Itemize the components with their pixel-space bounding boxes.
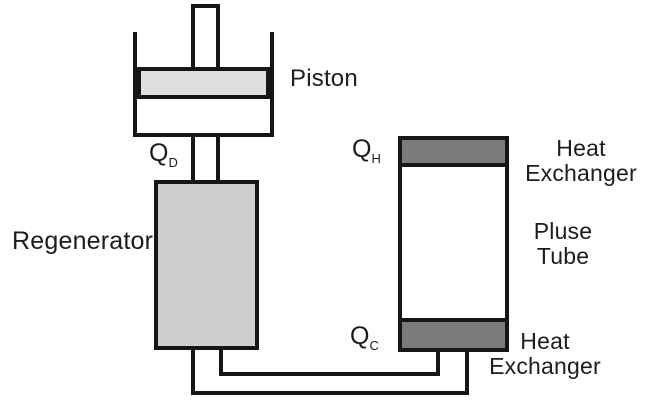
piston-label: Piston bbox=[290, 65, 358, 92]
piston-rod-shape bbox=[191, 4, 220, 72]
hot-heat-exchanger-label-line2: Exchanger bbox=[525, 160, 637, 186]
hot-heat-exchanger-box bbox=[402, 140, 505, 167]
cold-heat-exchanger-label: Heat Exchanger bbox=[487, 329, 603, 379]
q-piston-label: QD bbox=[149, 139, 178, 170]
q-cold-base: Q bbox=[350, 322, 370, 350]
cold-heat-exchanger-box bbox=[402, 318, 505, 348]
connecting-pipe-inner-wall bbox=[219, 347, 440, 376]
q-cold-sub: C bbox=[369, 338, 379, 353]
q-piston-sub: D bbox=[168, 155, 178, 170]
piston-cylinder-shape bbox=[133, 32, 274, 137]
cold-heat-exchanger-label-line2: Exchanger bbox=[489, 353, 601, 379]
cold-heat-exchanger-label-line1: Heat bbox=[520, 328, 570, 354]
q-hot-sub: H bbox=[371, 151, 381, 166]
connecting-rod-shape bbox=[191, 137, 220, 184]
pulse-tube-box bbox=[398, 136, 509, 352]
pulse-tube-label: Pluse Tube bbox=[513, 219, 613, 269]
regenerator-label: Regenerator bbox=[12, 227, 154, 255]
q-hot-base: Q bbox=[352, 135, 372, 163]
q-hot-label: QH bbox=[352, 135, 381, 166]
piston-body-shape bbox=[137, 67, 270, 99]
regenerator-box bbox=[154, 180, 259, 350]
pulse-tube-label-line2: Tube bbox=[536, 243, 590, 269]
hot-heat-exchanger-label-line1: Heat bbox=[556, 135, 606, 161]
q-cold-label: QC bbox=[350, 322, 379, 353]
connecting-pipe-outer-wall bbox=[191, 347, 469, 395]
q-piston-base: Q bbox=[149, 139, 169, 167]
hot-heat-exchanger-label: Heat Exchanger bbox=[523, 136, 639, 186]
pulse-tube-label-line1: Pluse bbox=[533, 218, 593, 244]
